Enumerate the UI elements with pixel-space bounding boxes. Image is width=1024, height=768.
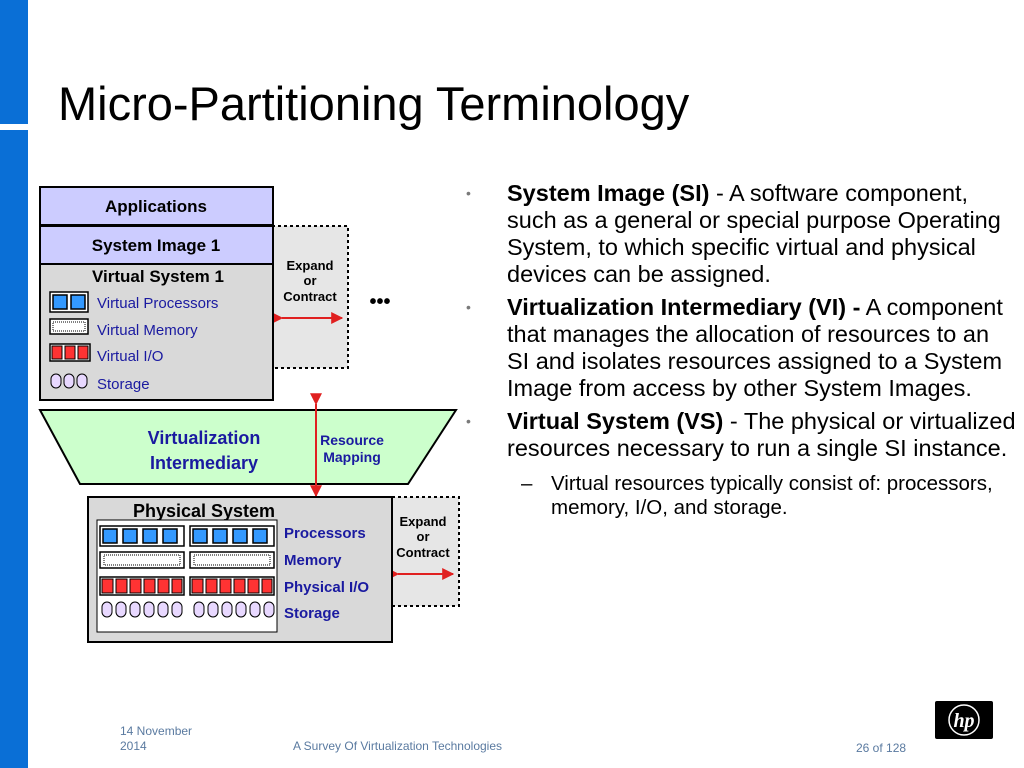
physical-processors-icon: [99, 525, 275, 547]
expand-top-line-1: Expand: [287, 258, 334, 273]
virtual-memory-icon: [49, 318, 89, 335]
system-image-box: [39, 225, 274, 265]
more-systems-ellipsis: •••: [369, 291, 390, 313]
expand-bottom-line-3: Contract: [396, 545, 450, 560]
virtual-storage-icon: [50, 373, 88, 389]
bullet-dot: •: [466, 299, 471, 315]
definition-virtual-system-text: - The physical or virtualized resources …: [507, 408, 1016, 461]
definition-virtualization-intermediary: • Virtualization Intermediary (VI) - A c…: [466, 294, 1016, 402]
virtual-system-title: Virtual System 1: [92, 267, 224, 286]
physical-memory-icon: [99, 551, 275, 569]
footer-title: A Survey Of Virtualization Technologies: [293, 739, 503, 753]
physical-processors-label: Processors: [284, 525, 366, 542]
footer-date: 14 November 2014: [120, 724, 193, 753]
terminology-diagram: Expand or Contract ••• Applications Syst…: [38, 186, 460, 643]
physical-storage-icon: [101, 601, 275, 618]
resource-mapping-line-2: Mapping: [323, 449, 381, 465]
definition-system-image-text: - A software component, such as a genera…: [507, 180, 1001, 287]
physical-system-title: Physical System: [133, 501, 275, 521]
resource-mapping-line-1: Resource: [320, 432, 384, 448]
definition-virtualization-intermediary-text: A component that manages the allocation …: [507, 294, 1003, 401]
page-title: Micro-Partitioning Terminology: [58, 77, 690, 130]
page-number: 26 of 128: [856, 741, 907, 755]
expand-contract-box-bottom: [391, 496, 460, 607]
system-image-label: System Image 1: [92, 236, 221, 255]
definition-virtual-system: • Virtual System (VS) - The physical or …: [466, 408, 1016, 462]
physical-memory-label: Memory: [284, 552, 342, 569]
term-virtual-system: Virtual System (VS): [507, 408, 724, 434]
bullet-dot: •: [466, 185, 471, 201]
accent-notch: [0, 124, 28, 130]
virtual-io-label: Virtual I/O: [97, 348, 163, 365]
intermediary-line-2: Intermediary: [150, 453, 258, 473]
physical-storage-label: Storage: [284, 605, 340, 622]
expand-bottom-line-1: Expand: [400, 514, 447, 529]
expand-contract-box-top: [271, 225, 349, 369]
term-virtualization-intermediary: Virtualization Intermediary (VI) -: [507, 294, 861, 320]
applications-box: [39, 186, 274, 226]
physical-io-label: Physical I/O: [284, 579, 369, 596]
svg-text:hp: hp: [953, 710, 974, 732]
physical-io-icon: [99, 576, 275, 596]
sub-bullet-text: Virtual resources typically consist of: …: [551, 472, 993, 519]
virtual-io-icon: [49, 343, 91, 362]
intermediary-line-1: Virtualization: [148, 428, 261, 448]
virtual-processors-icon: [49, 291, 89, 313]
hp-logo-icon: hp: [935, 701, 993, 739]
expand-top-line-3: Contract: [283, 289, 337, 304]
sub-bullet-dash: –: [521, 472, 533, 495]
definition-system-image: • System Image (SI) - A software compone…: [466, 180, 1016, 288]
virtual-processors-label: Virtual Processors: [97, 295, 218, 312]
sub-bullet-virtual-resources: – Virtual resources typically consist of…: [466, 472, 1016, 520]
definitions-list: • System Image (SI) - A software compone…: [466, 180, 1016, 520]
virtual-storage-label: Storage: [97, 376, 150, 393]
applications-label: Applications: [105, 197, 207, 216]
term-system-image: System Image (SI): [507, 180, 710, 206]
bullet-dot: •: [466, 413, 471, 429]
virtual-memory-label: Virtual Memory: [97, 322, 198, 339]
expand-top-line-2: or: [304, 273, 317, 288]
expand-bottom-line-2: or: [417, 529, 430, 544]
